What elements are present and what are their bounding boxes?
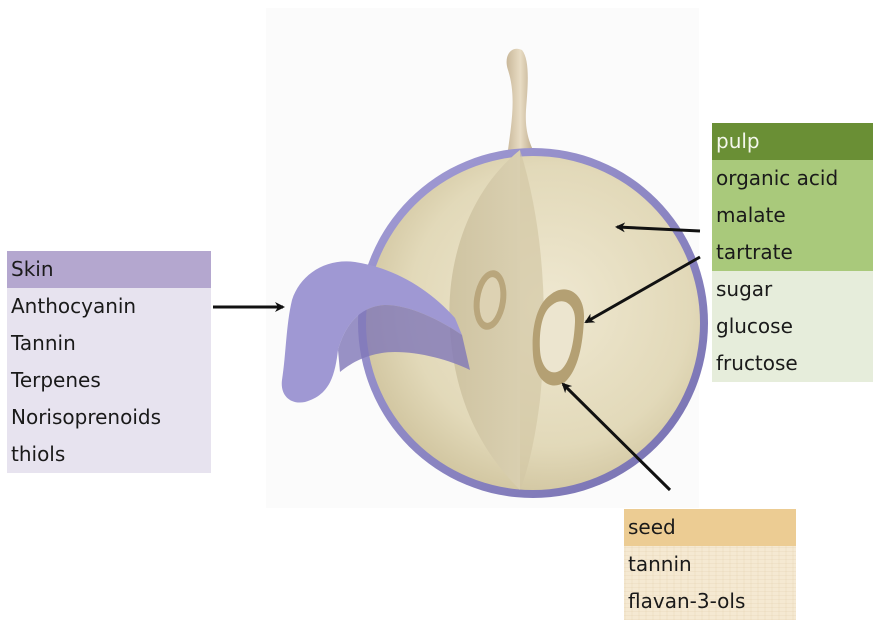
seed-items: tannin flavan-3-ols xyxy=(624,546,796,620)
skin-items: Anthocyanin Tannin Terpenes Norisoprenoi… xyxy=(7,288,211,473)
pulp-sugar-item: fructose xyxy=(712,345,873,382)
seed-item: flavan-3-ols xyxy=(624,583,796,620)
pulp-acid-item: tartrate xyxy=(712,234,873,271)
pulp-label-box: pulp organic acid malate tartrate sugar … xyxy=(712,123,873,382)
skin-item: thiols xyxy=(7,436,211,473)
seed-label-box: seed tannin flavan-3-ols xyxy=(624,509,796,620)
pulp-acid-item: organic acid xyxy=(712,160,873,197)
skin-item: Norisoprenoids xyxy=(7,399,211,436)
pulp-title: pulp xyxy=(712,123,873,160)
skin-item: Tannin xyxy=(7,325,211,362)
seed-item: tannin xyxy=(624,546,796,583)
skin-item: Terpenes xyxy=(7,362,211,399)
seed-title: seed xyxy=(624,509,796,546)
pulp-sugar-item: glucose xyxy=(712,308,873,345)
pulp-acid-item: malate xyxy=(712,197,873,234)
pulp-sugar-item: sugar xyxy=(712,271,873,308)
skin-label-box: Skin Anthocyanin Tannin Terpenes Norisop… xyxy=(7,251,211,473)
skin-title: Skin xyxy=(7,251,211,288)
skin-item: Anthocyanin xyxy=(7,288,211,325)
